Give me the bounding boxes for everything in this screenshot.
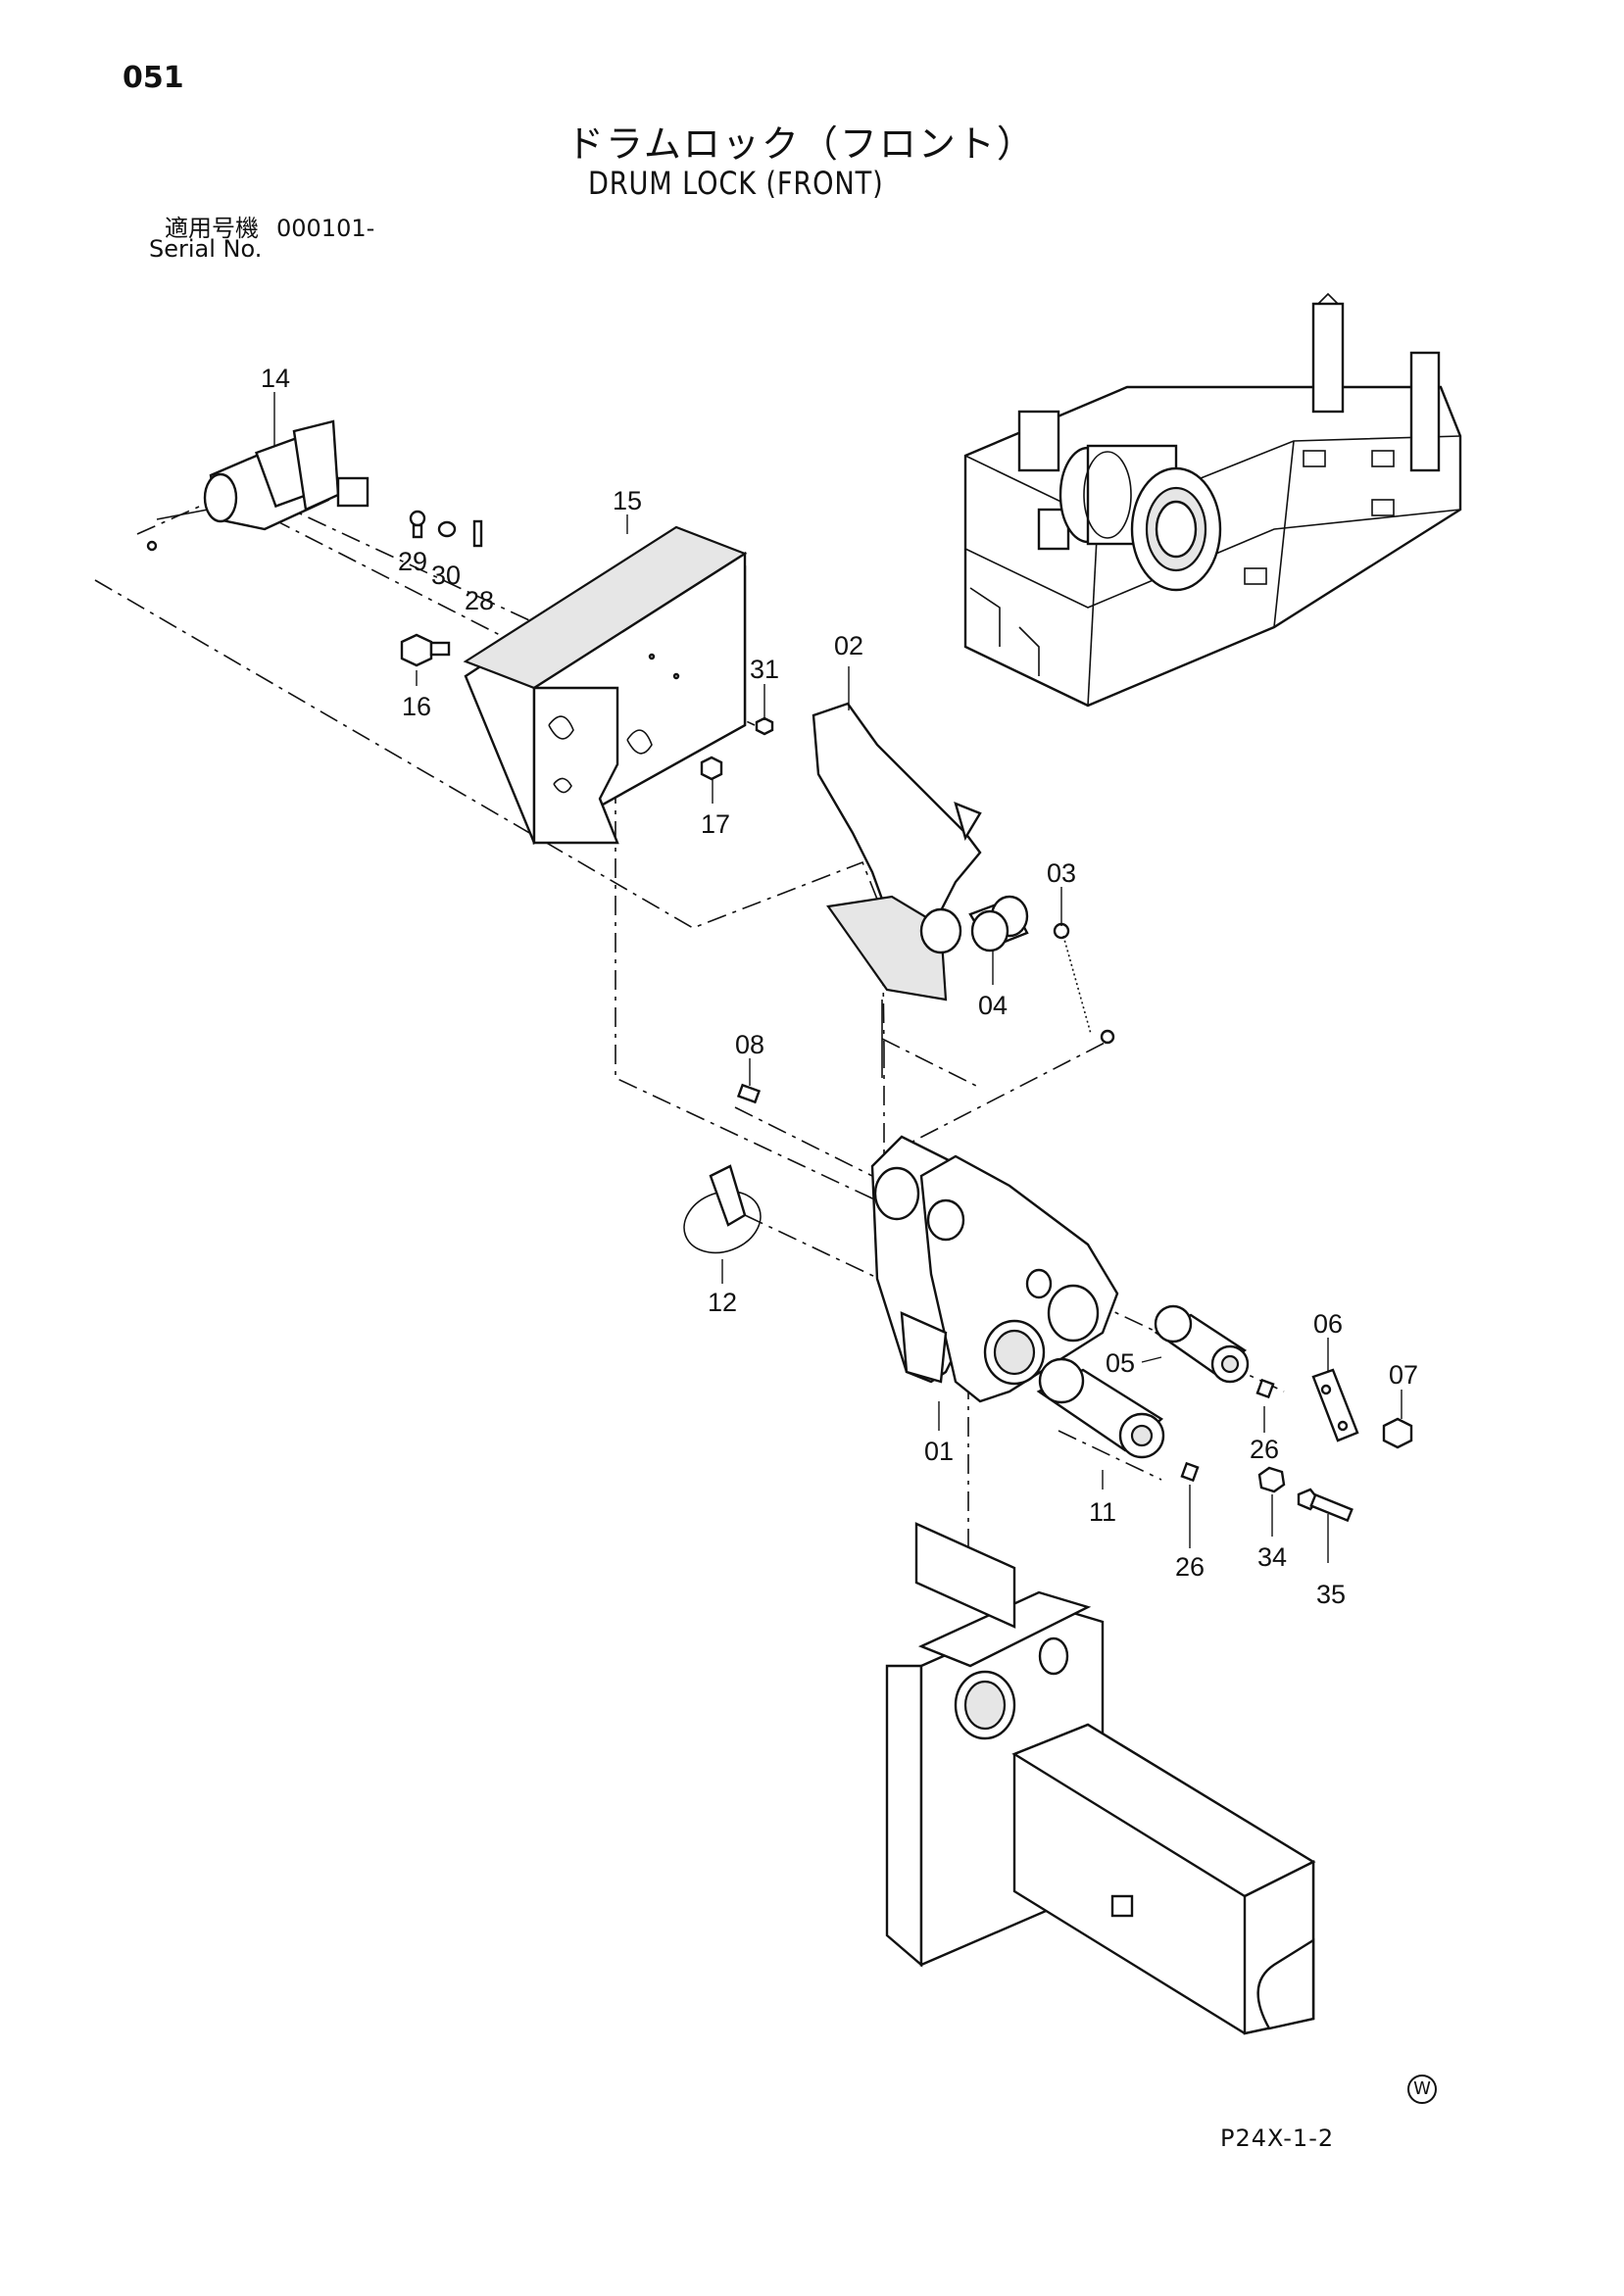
leader-lines (273, 392, 1403, 1563)
callout-04: 04 (978, 991, 1008, 1020)
callout-02: 02 (834, 631, 863, 660)
part-15-cover (463, 525, 748, 846)
part-08-grease-pin (736, 1083, 762, 1104)
callout-07: 07 (1389, 1360, 1418, 1390)
callout-15: 15 (613, 486, 642, 515)
title-japanese: ドラムロック（フロント） (566, 122, 1036, 166)
serial-label-japanese: 適用号機 (165, 215, 259, 242)
serial-value: 000101- (276, 215, 375, 242)
callout-29: 29 (398, 547, 427, 576)
callout-01: 01 (924, 1437, 954, 1466)
fasteners-cover (400, 510, 774, 781)
callout-05: 05 (1106, 1348, 1135, 1378)
callout-26-upper: 26 (1250, 1435, 1279, 1464)
callout-03: 03 (1047, 858, 1076, 888)
small-fasteners (1180, 1368, 1413, 1523)
part-14-actuator (146, 419, 369, 552)
part-12-lock-pin (683, 1164, 762, 1254)
callout-14: 14 (261, 364, 290, 393)
serial-row: 適用号機 000101- (165, 209, 374, 243)
part-04-bushing (968, 895, 1029, 953)
callout-35: 35 (1316, 1580, 1346, 1609)
callout-26-lower: 26 (1175, 1552, 1205, 1582)
callout-16: 16 (402, 692, 431, 721)
assembly-location-thumbnail (963, 292, 1462, 708)
frame-structure (885, 1522, 1316, 2035)
title-english: DRUM LOCK (FRONT) (588, 165, 884, 202)
reference-code: P24X-1-2 (1220, 2125, 1335, 2152)
callout-11: 11 (1089, 1497, 1116, 1527)
serial-label-english: Serial No. (149, 235, 263, 263)
part-02-lever (812, 702, 982, 1078)
watermark-circle-w: W (1407, 2075, 1437, 2104)
part-01-bracket (870, 1135, 1119, 1403)
part-05-pin (1154, 1304, 1250, 1384)
callout-12: 12 (708, 1288, 737, 1317)
callout-31: 31 (750, 655, 779, 684)
part-03-spring (1053, 922, 1115, 1045)
callout-30: 30 (431, 561, 461, 590)
part-11-pin (1036, 1357, 1165, 1459)
callout-08: 08 (735, 1030, 764, 1059)
callout-labels: 14 15 29 30 28 16 31 17 02 03 04 08 12 0… (261, 364, 1418, 1609)
callout-06: 06 (1313, 1309, 1343, 1339)
callout-28: 28 (465, 586, 494, 615)
callout-17: 17 (701, 809, 730, 839)
callout-34: 34 (1257, 1542, 1287, 1572)
page-number: 051 (123, 61, 184, 95)
